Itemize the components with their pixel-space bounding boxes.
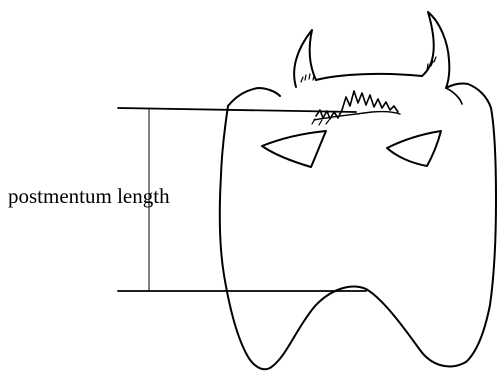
right-horn — [422, 12, 449, 88]
upper-margin — [316, 74, 422, 80]
left-top-bump — [228, 88, 280, 106]
mentum-teeth — [316, 91, 398, 119]
left-eye-spot — [262, 131, 326, 167]
right-eye-spot — [387, 131, 441, 166]
postmentum-length-label: postmentum length — [8, 184, 170, 208]
head-capsule-outline — [220, 83, 496, 369]
